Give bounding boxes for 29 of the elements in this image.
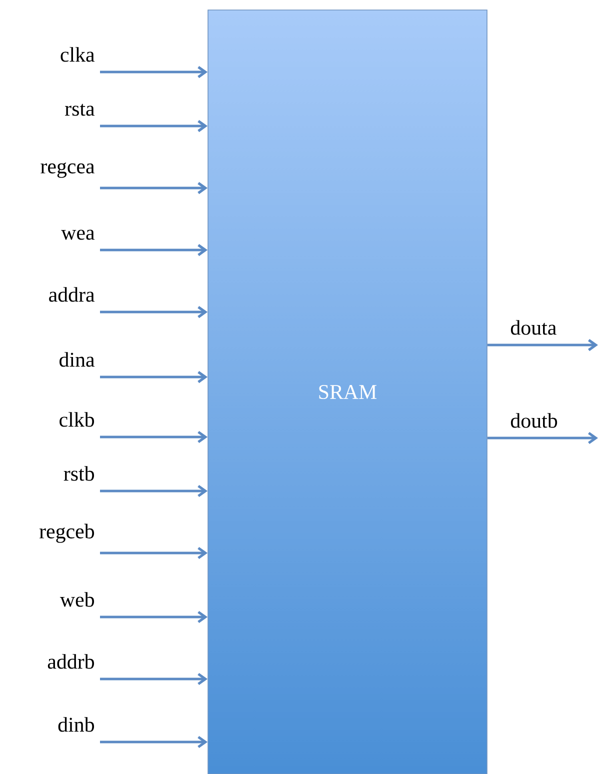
arrow bbox=[100, 370, 208, 384]
arrow bbox=[100, 546, 208, 560]
signal-label: wea bbox=[61, 230, 95, 240]
signal-label: web bbox=[60, 592, 94, 607]
arrow bbox=[100, 430, 208, 444]
arrow bbox=[100, 306, 208, 318]
arrow bbox=[487, 432, 598, 444]
signal-label: doutb bbox=[510, 413, 558, 428]
signal-label: dinb bbox=[58, 717, 94, 732]
arrow bbox=[100, 182, 208, 194]
signal-label: clkb bbox=[60, 412, 94, 427]
arrow bbox=[100, 672, 208, 686]
signal-label: addra bbox=[49, 287, 95, 302]
arrow bbox=[100, 484, 208, 498]
signal-label: addrb bbox=[48, 654, 94, 669]
arrow bbox=[100, 736, 208, 748]
arrow bbox=[100, 244, 208, 256]
signal-label: rstb bbox=[64, 466, 94, 481]
memory-block: SRAM bbox=[208, 10, 488, 774]
signal-label: clka bbox=[60, 47, 95, 62]
signal-label: dina bbox=[60, 352, 95, 367]
signal-label: regcea bbox=[40, 162, 95, 178]
arrow bbox=[100, 610, 208, 624]
signal-label: rsta bbox=[65, 104, 95, 116]
arrow bbox=[100, 120, 208, 132]
signal-label: regceb bbox=[39, 524, 94, 543]
signal-label: douta bbox=[510, 320, 556, 335]
arrow bbox=[100, 66, 208, 78]
arrow bbox=[487, 338, 598, 352]
